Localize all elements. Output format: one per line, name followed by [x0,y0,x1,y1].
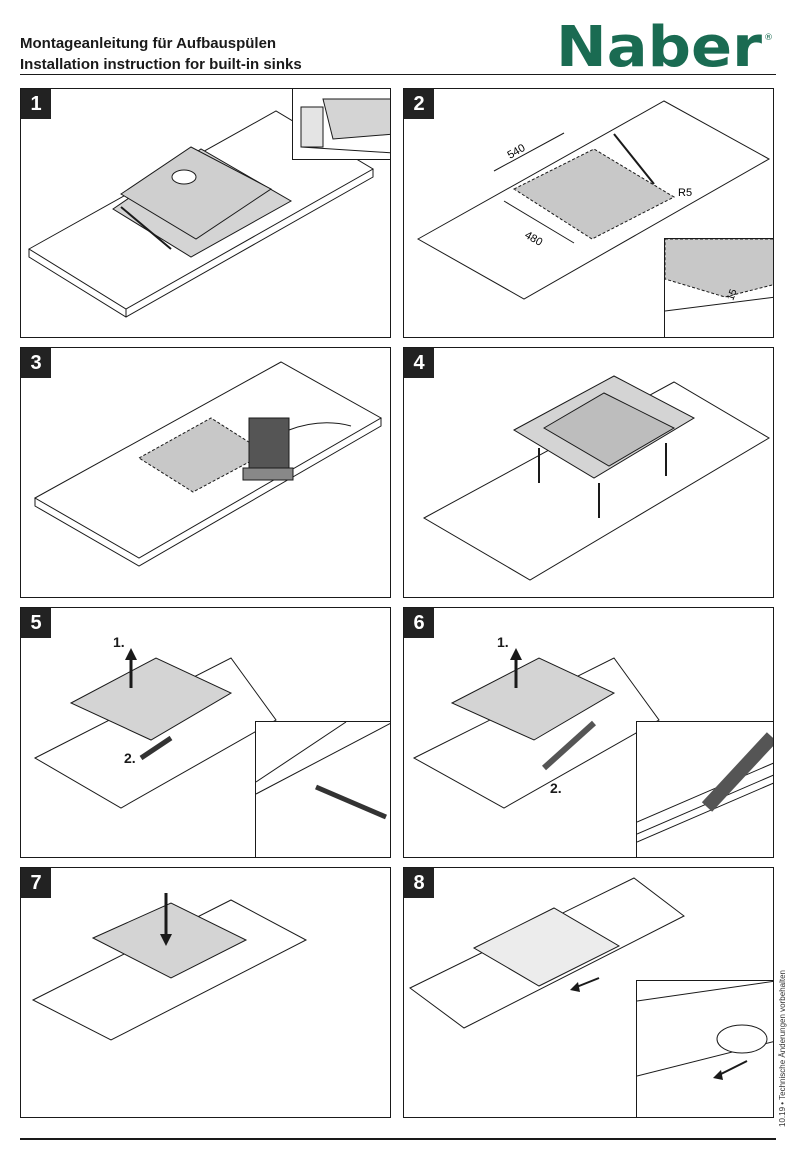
step-6-illustration [412,648,660,809]
step-8-illustration [409,877,685,1029]
step-1-illustration [28,110,374,318]
step-number: 2 [404,89,434,119]
step-number: 7 [21,868,51,898]
step-panel-3: 3 [20,347,391,598]
substep-2-label: 2. [550,780,562,796]
substep-2-label: 2. [124,750,136,766]
step-panel-6: 1. 2. 6 [403,607,774,858]
step-7-illustration [31,893,308,1041]
step-6-detail-inset [636,721,773,857]
step-5-illustration [33,648,277,809]
footer-divider [20,1138,776,1140]
substep-1-label: 1. [113,634,125,650]
step-number: 4 [404,348,434,378]
step-number: 8 [404,868,434,898]
step-8-detail-inset [636,980,773,1117]
step-2-detail-inset: 15 [664,238,773,337]
step-number: 3 [21,348,51,378]
step-5-detail-inset [255,721,390,857]
naber-logo: Naber ® [556,15,774,80]
substep-1-label: 1. [497,634,509,650]
inset-dimension-label: 15 [725,287,739,302]
dimension-width-label: 540 [506,142,528,162]
step-panel-5: 1. 2. 5 [20,607,391,858]
header-divider [20,74,776,75]
step-panel-1: 1 [20,88,391,338]
step-number: 5 [21,608,51,638]
document-title: Montageanleitung für Aufbauspülen Instal… [20,33,302,75]
brand-wordmark: Naber [556,18,762,72]
registered-mark: ® [764,33,773,43]
title-german: Montageanleitung für Aufbauspülen [20,35,277,52]
title-english: Installation instruction for built-in si… [20,56,302,73]
revision-note: 10.19 • Technische Änderungen vorbehalte… [778,970,787,1127]
step-panel-4: 4 [403,347,774,598]
step-panel-7: 7 [20,867,391,1118]
step-1-detail-inset [292,89,390,160]
step-number: 1 [21,89,51,119]
step-4-illustration [422,375,770,581]
step-2-illustration: 540 480 R5 [416,100,771,300]
step-number: 6 [404,608,434,638]
step-3-illustration [33,361,383,567]
step-panel-2: 540 480 R5 15 2 [403,88,774,338]
radius-label: R5 [678,187,692,199]
step-panel-8: 8 [403,867,774,1118]
